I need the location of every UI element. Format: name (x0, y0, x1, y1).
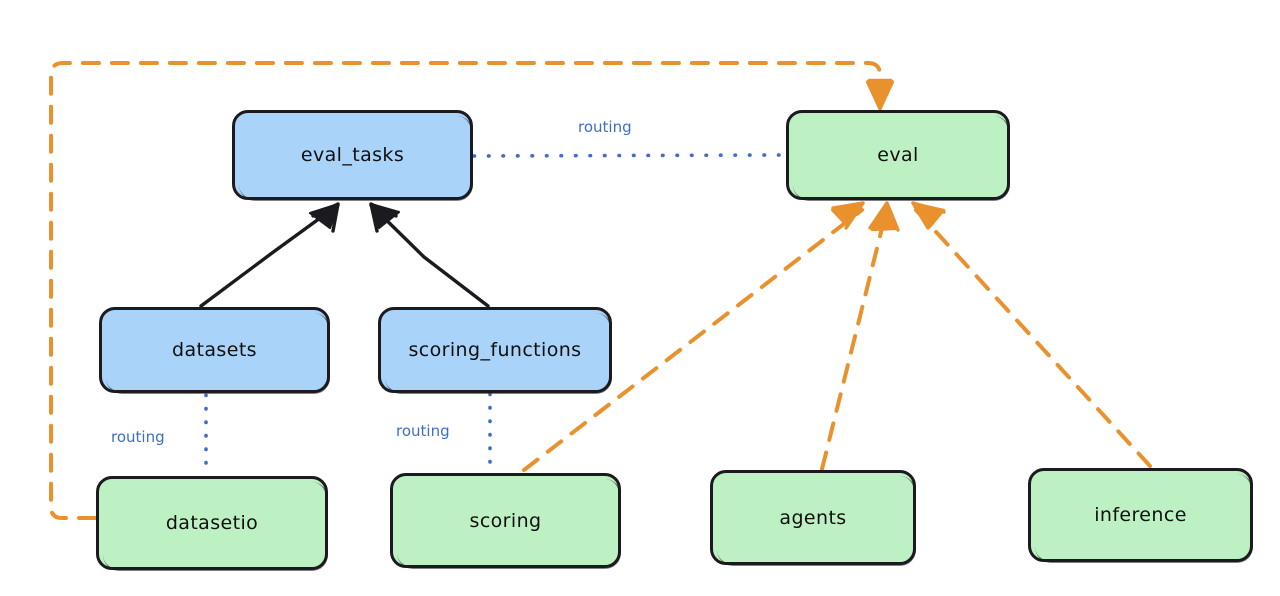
node-datasets[interactable]: datasets (99, 307, 330, 394)
node-scoring_functions[interactable]: scoring_functions (378, 307, 612, 394)
node-label: datasets (172, 339, 257, 361)
node-datasetio[interactable]: datasetio (96, 476, 328, 571)
node-eval[interactable]: eval (786, 110, 1010, 201)
node-label: datasetio (165, 512, 259, 534)
node-label: scoring_functions (408, 339, 582, 361)
edge-label-routing-scoring_functions-scoring: routing (396, 422, 450, 440)
edge-label-routing-datasets-datasetio: routing (111, 428, 165, 446)
node-agents[interactable]: agents (710, 470, 916, 566)
edge-scoring_functions-to-eval_tasks (369, 202, 490, 308)
edge-datasetio-to-eval (49, 61, 894, 520)
edge-label-routing-eval_tasks-eval: routing (578, 118, 632, 136)
node-label: scoring (469, 509, 542, 532)
node-scoring[interactable]: scoring (390, 473, 621, 569)
edge-scoring-to-eval (522, 201, 865, 472)
node-eval_tasks[interactable]: eval_tasks (232, 110, 473, 201)
edge-datasets-to-eval_tasks (199, 202, 340, 308)
node-label: inference (1094, 504, 1187, 526)
edge-eval_tasks-to-eval (472, 153, 786, 158)
node-inference[interactable]: inference (1028, 468, 1253, 563)
node-label: eval (877, 144, 919, 166)
node-label: eval_tasks (300, 144, 405, 166)
edge-agents-to-eval (820, 201, 900, 471)
node-label: agents (779, 506, 847, 529)
edge-inference-to-eval (911, 201, 1152, 468)
